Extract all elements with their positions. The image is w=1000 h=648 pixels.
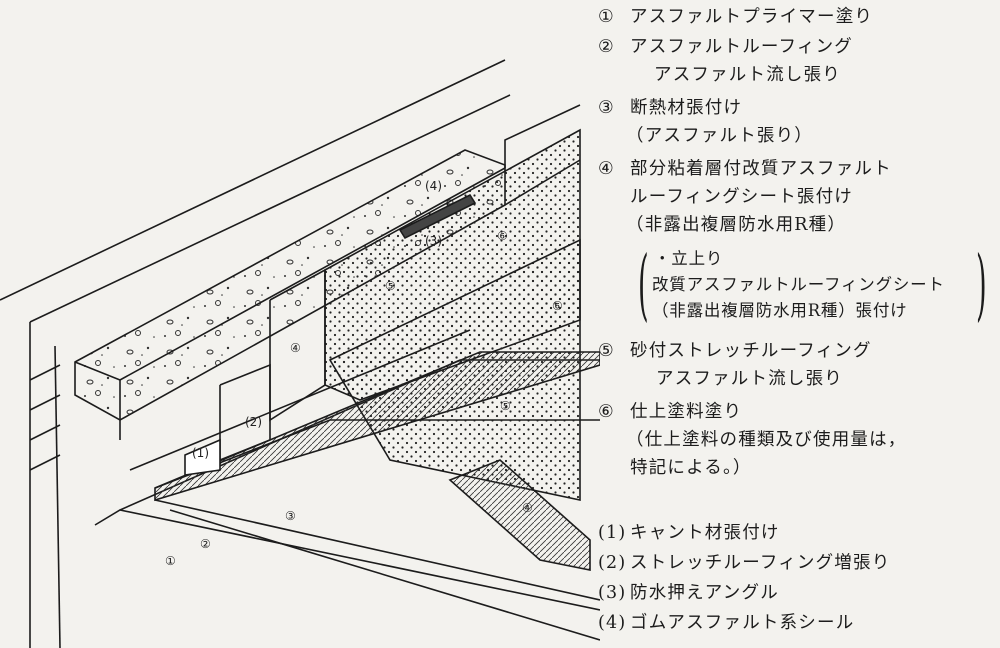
legend-item-4-line2: ルーフィングシート張付け xyxy=(630,187,853,207)
legend-note-line2: 改質アスファルトルーフィングシート xyxy=(652,275,945,294)
legend-note-line1: ・立上り xyxy=(654,249,724,268)
legend-item-4-line3: （非露出複層防水用R種） xyxy=(626,215,847,235)
tag-p4: (4) xyxy=(425,179,442,193)
sealant-strip xyxy=(398,193,477,240)
legend-item-5-line2: アスファルト流し張り xyxy=(656,369,843,389)
roof-waterproofing-diagram: ① ② ③ ④ ⑤ ⑤ ⑥ ⑥ ④ (1) (2) (3) (4) xyxy=(0,59,600,648)
tag-p3: (3) xyxy=(425,234,442,248)
sub-item-4: (4)ゴムアスファルト系シール xyxy=(598,613,855,633)
tag-c5b: ⑤ xyxy=(500,399,511,413)
legend-item-6-line3: 特記による。） xyxy=(630,458,752,478)
drawing-tags: ① ② ③ ④ ⑤ ⑤ ⑥ ⑥ ④ (1) (2) (3) (4) xyxy=(165,179,563,568)
sub-item-2: (2)ストレッチルーフィング増張り xyxy=(598,553,891,573)
tag-c2: ② xyxy=(200,537,211,551)
legend-item-2-line2: アスファルト流し張り xyxy=(654,65,841,85)
tag-c4: ④ xyxy=(290,341,301,355)
tag-c5: ⑤ xyxy=(385,279,396,293)
legend-item-6-line2: （仕上塗料の種類及び使用量は， xyxy=(626,430,907,450)
tag-c6b: ⑥ xyxy=(552,299,563,313)
parapet-wall xyxy=(0,59,511,648)
tag-c4b: ④ xyxy=(522,501,533,515)
tag-c1: ① xyxy=(165,554,176,568)
sub-item-3: (3)防水押えアングル xyxy=(598,583,779,603)
bracket-right: ) xyxy=(976,240,987,330)
tag-c6: ⑥ xyxy=(497,229,508,243)
tag-c3: ③ xyxy=(285,509,296,523)
mesh-detail xyxy=(448,459,591,571)
tag-p1: (1) xyxy=(192,446,209,460)
upturn-membrane xyxy=(184,128,581,501)
tag-p2: (2) xyxy=(245,415,262,429)
legend-note-line3: （非露出複層防水用R種）張付け xyxy=(652,301,908,320)
legend-item-3-line2: （アスファルト張り） xyxy=(626,126,813,146)
sub-item-1: (1)キャント材張付け xyxy=(598,523,780,543)
bracket-left: ( xyxy=(638,240,649,330)
